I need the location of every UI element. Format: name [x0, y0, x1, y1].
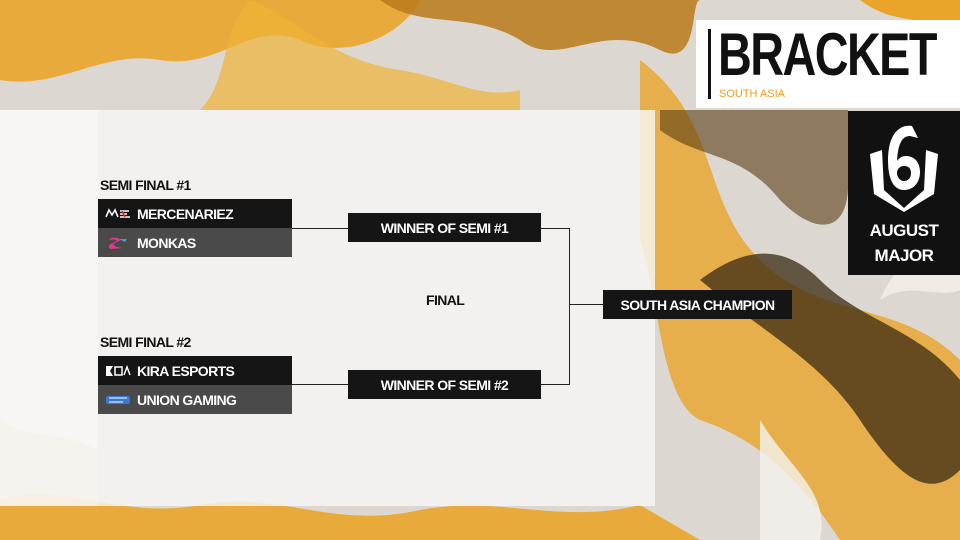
page-title: BRACKET: [718, 21, 937, 88]
six-siege-logo-icon: [870, 125, 938, 212]
connector-semi2: [292, 384, 348, 385]
semi-final-2-label: SEMI FINAL #2: [100, 334, 191, 350]
winner-semi-2-box: WINNER OF SEMI #2: [348, 370, 541, 399]
panel-side-strip: [0, 110, 98, 506]
team-name: MERCENARIEZ: [137, 205, 234, 222]
semi-final-1-label: SEMI FINAL #1: [100, 177, 191, 193]
bracket-panel: [0, 110, 655, 506]
connector-final-h: [569, 304, 603, 305]
team-row-kira-esports: KIRA ESPORTS: [98, 356, 292, 385]
final-label: FINAL: [426, 292, 465, 308]
union-gaming-logo-icon: [106, 395, 130, 404]
connector-semi1: [292, 228, 348, 229]
connector-winner2-h: [541, 384, 570, 385]
connector-final-v: [569, 228, 570, 385]
team-row-mercenariez: MERCENARIEZ: [98, 199, 292, 228]
winner-semi-1-box: WINNER OF SEMI #1: [348, 213, 541, 242]
team-name: KIRA ESPORTS: [137, 362, 235, 379]
title-accent-bar: [708, 29, 711, 99]
monkas-logo-icon: [108, 237, 127, 249]
title-card: [696, 20, 960, 108]
connector-winner1-h: [541, 228, 570, 229]
event-name-line1: AUGUST: [869, 221, 939, 240]
region-subtitle: SOUTH ASIA: [719, 88, 786, 100]
event-logo-card: [848, 111, 960, 275]
team-row-monkas: MONKAS: [98, 228, 292, 257]
champion-box: SOUTH ASIA CHAMPION: [603, 290, 792, 319]
team-name: UNION GAMING: [137, 391, 237, 408]
mercenariez-logo-icon: [105, 207, 130, 218]
team-name: MONKAS: [137, 234, 196, 251]
event-name-line2: MAJOR: [874, 246, 934, 265]
team-row-union-gaming: UNION GAMING: [98, 385, 292, 414]
kira-esports-logo-icon: [106, 364, 131, 376]
